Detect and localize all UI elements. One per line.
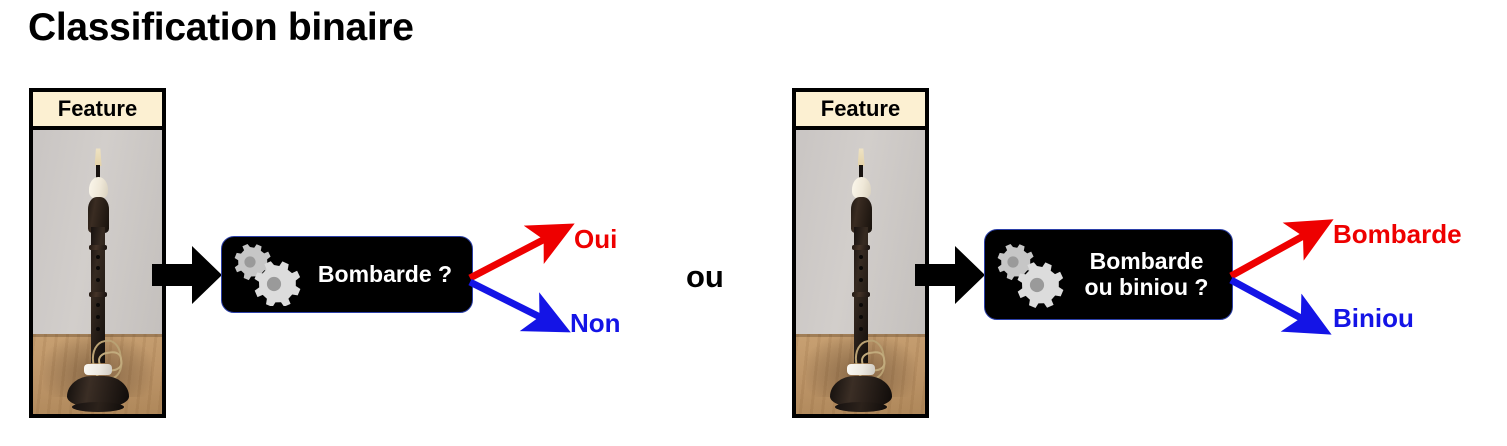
feature-card: Feature bbox=[29, 88, 166, 418]
model-box[interactable]: Bombarde ? bbox=[221, 236, 473, 313]
red-arrow-up-right-icon bbox=[1229, 219, 1334, 280]
instrument-tone-hole bbox=[859, 277, 864, 282]
outcome-positive-label: Bombarde bbox=[1333, 219, 1462, 249]
arrow-head bbox=[955, 246, 985, 304]
instrument-pirouette bbox=[88, 176, 108, 199]
arrow-shaft bbox=[152, 264, 196, 286]
instrument-tone-hole bbox=[96, 314, 101, 319]
outcome-negative-label: Non bbox=[570, 308, 621, 338]
instrument-top-joint bbox=[87, 196, 109, 233]
model-question-label: Bombarde ou biniou ? bbox=[1084, 247, 1209, 300]
feature-label: Feature bbox=[792, 88, 929, 130]
gears-icon bbox=[985, 230, 1071, 319]
instrument-staple bbox=[96, 165, 101, 180]
outcome-positive-label: Oui bbox=[574, 224, 618, 254]
instrument-bell bbox=[67, 375, 130, 412]
feature-photo bbox=[29, 130, 166, 418]
separator-ou-label: ou bbox=[686, 259, 724, 294]
input-arrow-icon bbox=[152, 246, 222, 304]
instrument-ring-lower bbox=[89, 291, 108, 297]
arrow-head bbox=[192, 246, 222, 304]
arrow-shaft bbox=[915, 264, 959, 286]
branch-arrows bbox=[1227, 190, 1347, 360]
input-arrow-icon bbox=[915, 246, 985, 304]
blue-arrow-down-right-icon bbox=[1229, 276, 1332, 335]
instrument-bell bbox=[830, 375, 893, 412]
instrument-tone-hole bbox=[859, 314, 864, 319]
instrument-top-joint bbox=[850, 196, 872, 233]
instrument-tone-hole bbox=[96, 327, 101, 332]
instrument-tone-hole bbox=[96, 303, 101, 308]
model-question-label: Bombarde ? bbox=[317, 260, 453, 287]
feature-card: Feature bbox=[792, 88, 929, 418]
instrument-tone-hole bbox=[96, 266, 101, 271]
instrument-staple bbox=[859, 165, 864, 180]
instrument-white-ring bbox=[847, 364, 876, 376]
model-box[interactable]: Bombarde ou biniou ? bbox=[984, 229, 1233, 320]
branch-arrows bbox=[466, 196, 586, 356]
instrument-tone-hole bbox=[96, 277, 101, 282]
instrument-ring-upper bbox=[852, 245, 871, 251]
red-arrow-up-right-icon bbox=[468, 223, 575, 282]
instrument-reed bbox=[857, 148, 865, 167]
instrument-ring-upper bbox=[89, 245, 108, 251]
bombarde-instrument-icon bbox=[33, 130, 162, 414]
gears-icon bbox=[222, 237, 308, 312]
feature-photo bbox=[792, 130, 929, 418]
bombarde-instrument-icon bbox=[796, 130, 925, 414]
instrument-tone-hole bbox=[859, 327, 864, 332]
instrument-tone-hole bbox=[96, 254, 101, 259]
instrument-pirouette bbox=[851, 176, 871, 199]
instrument-tone-hole bbox=[859, 266, 864, 271]
diagram-binary-yes-no: Feature bbox=[0, 0, 700, 446]
outcome-negative-label: Biniou bbox=[1333, 303, 1414, 333]
blue-arrow-down-right-icon bbox=[468, 278, 571, 333]
instrument-reed bbox=[94, 148, 102, 167]
instrument-white-ring bbox=[84, 364, 113, 376]
page-title: Classification binaire bbox=[28, 6, 414, 49]
feature-label: Feature bbox=[29, 88, 166, 130]
diagram-binary-class-names: Feature bbox=[767, 0, 1467, 446]
instrument-ring-lower bbox=[852, 291, 871, 297]
instrument-tone-hole bbox=[859, 303, 864, 308]
instrument-tone-hole bbox=[859, 254, 864, 259]
